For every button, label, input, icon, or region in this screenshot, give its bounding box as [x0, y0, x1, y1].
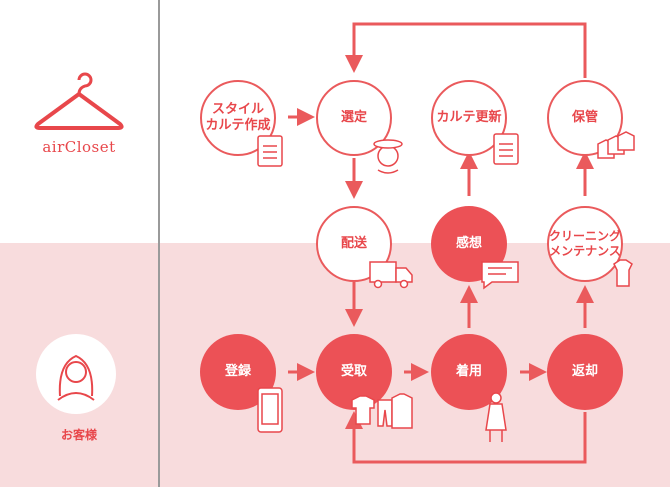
- node-cleaning-label: クリーニング メンテナンス: [549, 229, 622, 258]
- chat-bubble-icon: [481, 261, 519, 290]
- node-register-label: 登録: [224, 363, 251, 379]
- brand-logo: [0, 70, 158, 144]
- node-storage-label: 保管: [571, 109, 598, 125]
- node-return-label: 返却: [571, 363, 598, 379]
- hanger-icon: [34, 72, 124, 130]
- node-karte-create-label: スタイル カルテ作成: [205, 101, 271, 133]
- clothes-icon: [351, 393, 413, 429]
- node-return: 返却: [547, 334, 623, 410]
- customer-label: お客様: [60, 428, 97, 442]
- node-receive-label: 受取: [340, 363, 367, 379]
- vertical-divider: [158, 0, 160, 487]
- woman-dress-icon: [485, 392, 507, 442]
- node-karte-update-label: カルテ更新: [436, 109, 502, 125]
- node-cleaning: クリーニング メンテナンス: [547, 206, 623, 282]
- clipboard-icon: [257, 135, 283, 167]
- node-delivery-label: 配送: [340, 235, 367, 251]
- node-feedback-label: 感想: [455, 235, 482, 251]
- stylist-hat-icon: [373, 139, 403, 174]
- clipboard-icon: [493, 133, 519, 165]
- smartphone-icon: [257, 387, 283, 433]
- dress-sparkle-icon: [613, 259, 633, 287]
- brand-name: airCloset: [42, 138, 116, 156]
- node-karte-create: スタイル カルテ作成: [200, 80, 276, 156]
- hanging-clothes-icon: [597, 131, 635, 159]
- truck-icon: [369, 261, 413, 289]
- node-select-label: 選定: [340, 109, 367, 125]
- customer-avatar: [36, 334, 116, 414]
- woman-icon: [57, 354, 95, 401]
- node-wear-label: 着用: [455, 363, 482, 379]
- node-receive: 受取: [316, 334, 392, 410]
